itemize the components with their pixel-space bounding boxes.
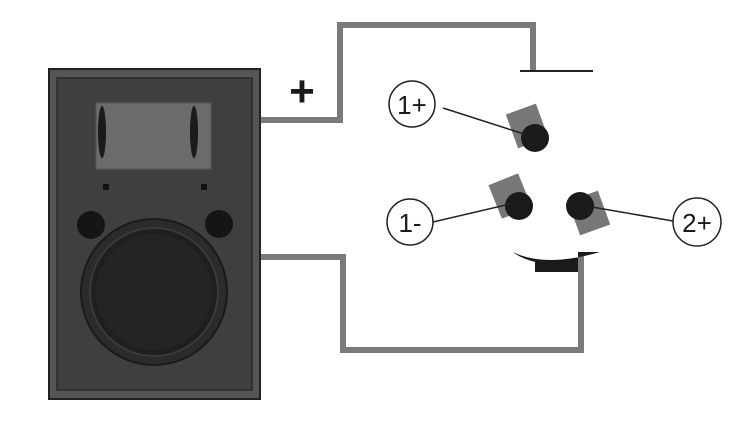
positive-wire	[258, 22, 536, 123]
negative-wire	[258, 254, 584, 353]
polarity-plus-sign: +	[289, 67, 315, 116]
wires	[258, 22, 584, 353]
left-knob	[77, 211, 105, 239]
leader-lines	[432, 107, 674, 223]
indicator-left	[103, 184, 109, 190]
label-1-plus-circle	[388, 80, 436, 128]
label-1-minus: 1-	[398, 208, 421, 238]
terminal-1-minus-dot	[505, 192, 533, 220]
terminal-1-plus	[505, 103, 549, 152]
display-left-bracket	[98, 106, 106, 158]
label-2-plus: 2+	[682, 208, 712, 238]
leader-2-plus	[591, 206, 674, 222]
label-1-plus: 1+	[397, 90, 427, 120]
display-right-bracket	[190, 106, 198, 158]
speaker	[48, 68, 261, 400]
terminal-labels: 1+ 1- 2+	[386, 80, 722, 247]
terminal-2-plus	[566, 190, 611, 236]
right-knob	[205, 210, 233, 238]
terminal-2-plus-dot	[566, 192, 594, 220]
leader-1-minus	[432, 203, 511, 223]
terminals	[488, 103, 611, 272]
terminal-1-plus-dot	[521, 124, 549, 152]
woofer-cone	[96, 234, 212, 350]
terminal-1-minus	[488, 173, 533, 220]
terminal-bottom-bracket	[513, 252, 600, 272]
indicator-right	[201, 184, 207, 190]
label-1-minus-circle	[386, 198, 434, 246]
label-2-plus-circle	[672, 197, 722, 247]
leader-1-plus	[442, 107, 525, 135]
